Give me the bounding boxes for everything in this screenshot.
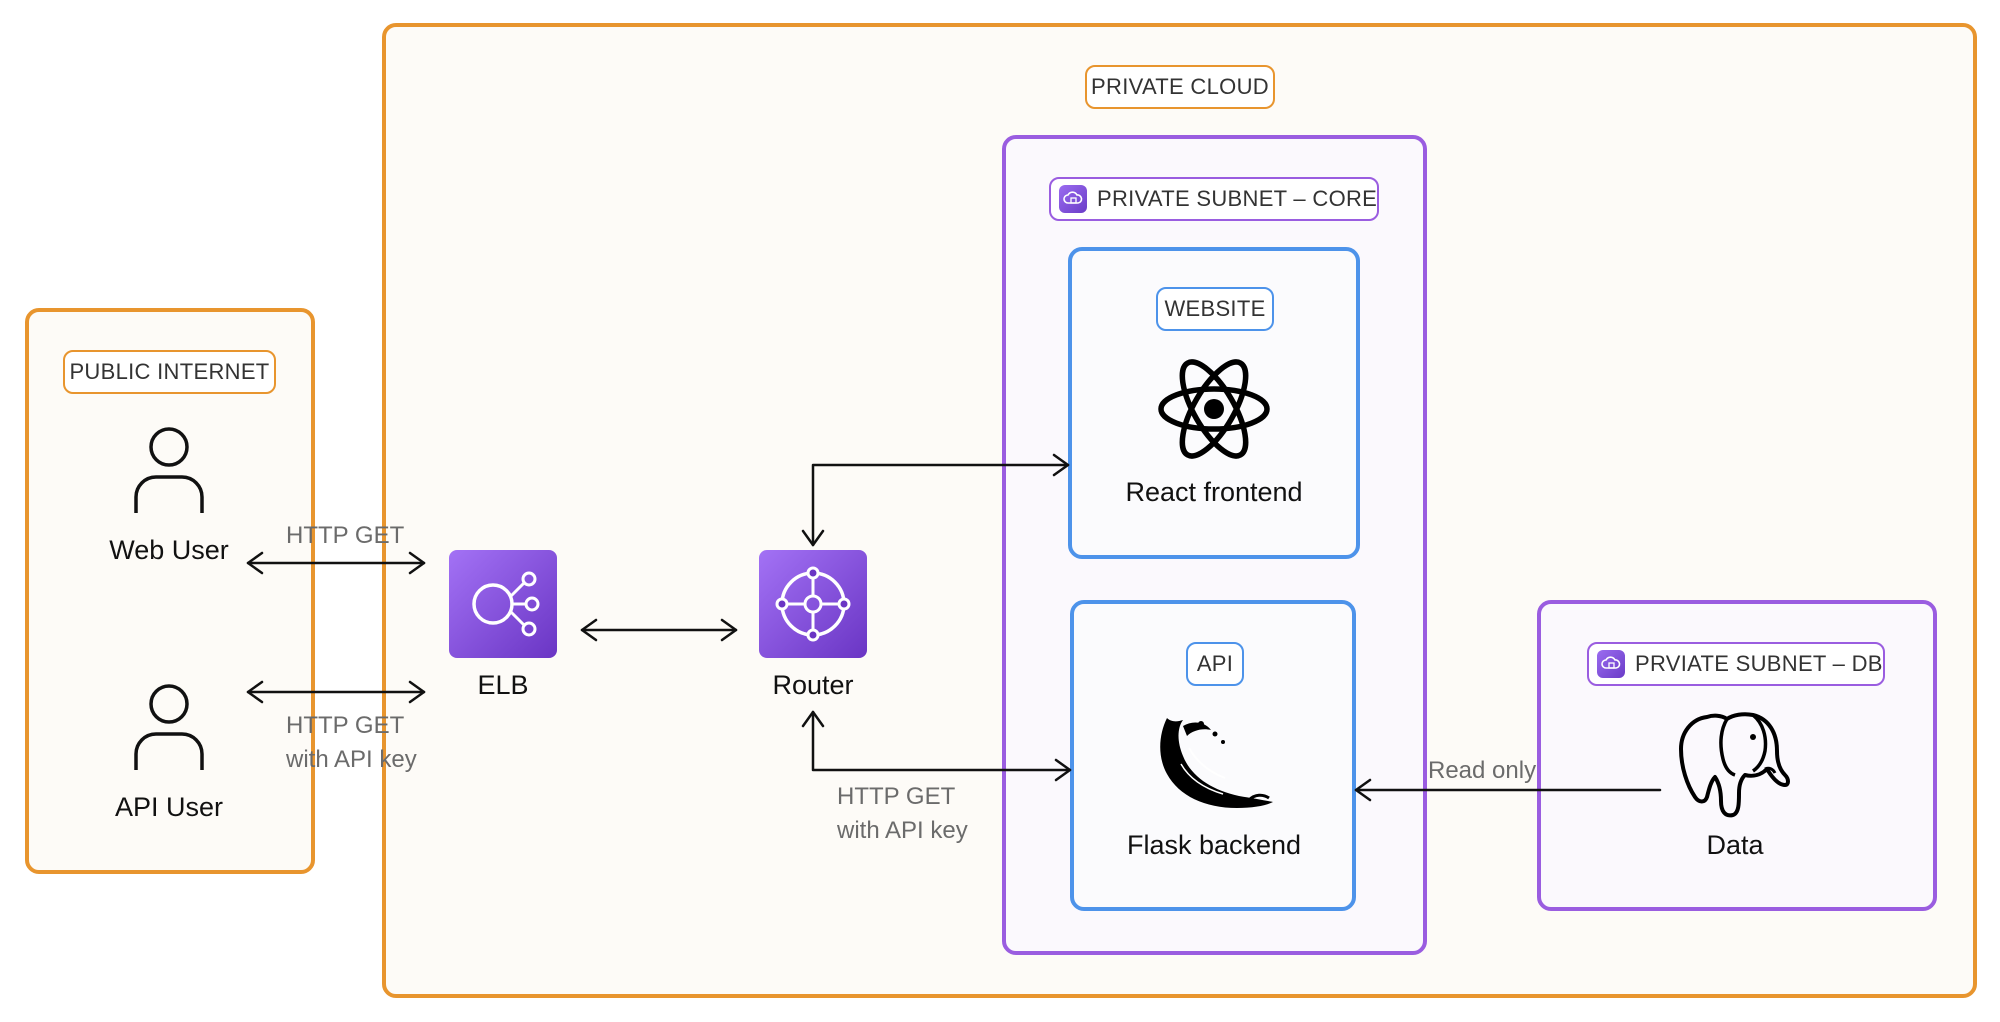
private-cloud-label: PRIVATE CLOUD <box>1091 74 1269 99</box>
edge-label-router-api-line2: with API key <box>837 817 968 844</box>
router-icon <box>759 550 867 658</box>
edge-router-flask <box>801 710 1072 782</box>
edge-label-router-api-line1: HTTP GET <box>837 783 956 810</box>
website-label: WEBSITE <box>1164 296 1266 321</box>
subnet-db-tag: PRVIATE SUBNET – DB <box>1587 642 1885 686</box>
elb-label: ELB <box>477 670 529 700</box>
postgresql-elephant-logo <box>1679 712 1790 818</box>
api-user-label: API User <box>114 792 224 822</box>
edge-data-flask <box>1354 778 1662 802</box>
flask-logo <box>1160 718 1273 808</box>
public-internet-label: PUBLIC INTERNET <box>69 359 270 384</box>
public-internet-group <box>25 308 315 874</box>
website-tag: WEBSITE <box>1156 287 1274 331</box>
edge-label-web-http: HTTP GET <box>286 519 404 553</box>
api-tag: API <box>1186 642 1244 686</box>
flask-backend-label: Flask backend <box>1126 830 1302 860</box>
router-label: Router <box>772 670 854 700</box>
edge-router-react <box>801 453 1070 547</box>
edge-web-user-elb <box>246 551 426 575</box>
edge-label-read-only: Read only <box>1428 754 1536 788</box>
private-cloud-tag: PRIVATE CLOUD <box>1085 65 1275 109</box>
edge-label-api-http: HTTP GET with API key <box>286 709 417 777</box>
elastic-load-balancing-icon <box>449 550 557 658</box>
public-internet-tag: PUBLIC INTERNET <box>63 350 276 394</box>
react-frontend-label: React frontend <box>1125 477 1303 507</box>
api-label: API <box>1196 651 1234 676</box>
edge-label-web-http-text: HTTP GET <box>286 522 405 549</box>
edge-api-user-elb <box>246 680 426 704</box>
subnet-core-tag: PRIVATE SUBNET – CORE <box>1049 177 1379 221</box>
edge-label-api-http-line1: HTTP GET <box>286 712 405 739</box>
subnet-core-label: PRIVATE SUBNET – CORE <box>1097 186 1378 211</box>
private-subnet-icon <box>1059 185 1087 213</box>
edge-elb-router <box>580 618 738 642</box>
private-subnet-icon <box>1597 650 1625 678</box>
subnet-db-label: PRVIATE SUBNET – DB <box>1635 651 1883 676</box>
user-icon <box>134 427 204 513</box>
user-icon <box>134 684 204 770</box>
edge-label-read-only-text: Read only <box>1428 757 1537 784</box>
data-label: Data <box>1706 830 1764 860</box>
web-user-label: Web User <box>109 535 229 565</box>
react-logo <box>1158 359 1270 459</box>
edge-label-router-api: HTTP GET with API key <box>837 780 968 848</box>
edge-label-api-http-line2: with API key <box>286 746 417 773</box>
